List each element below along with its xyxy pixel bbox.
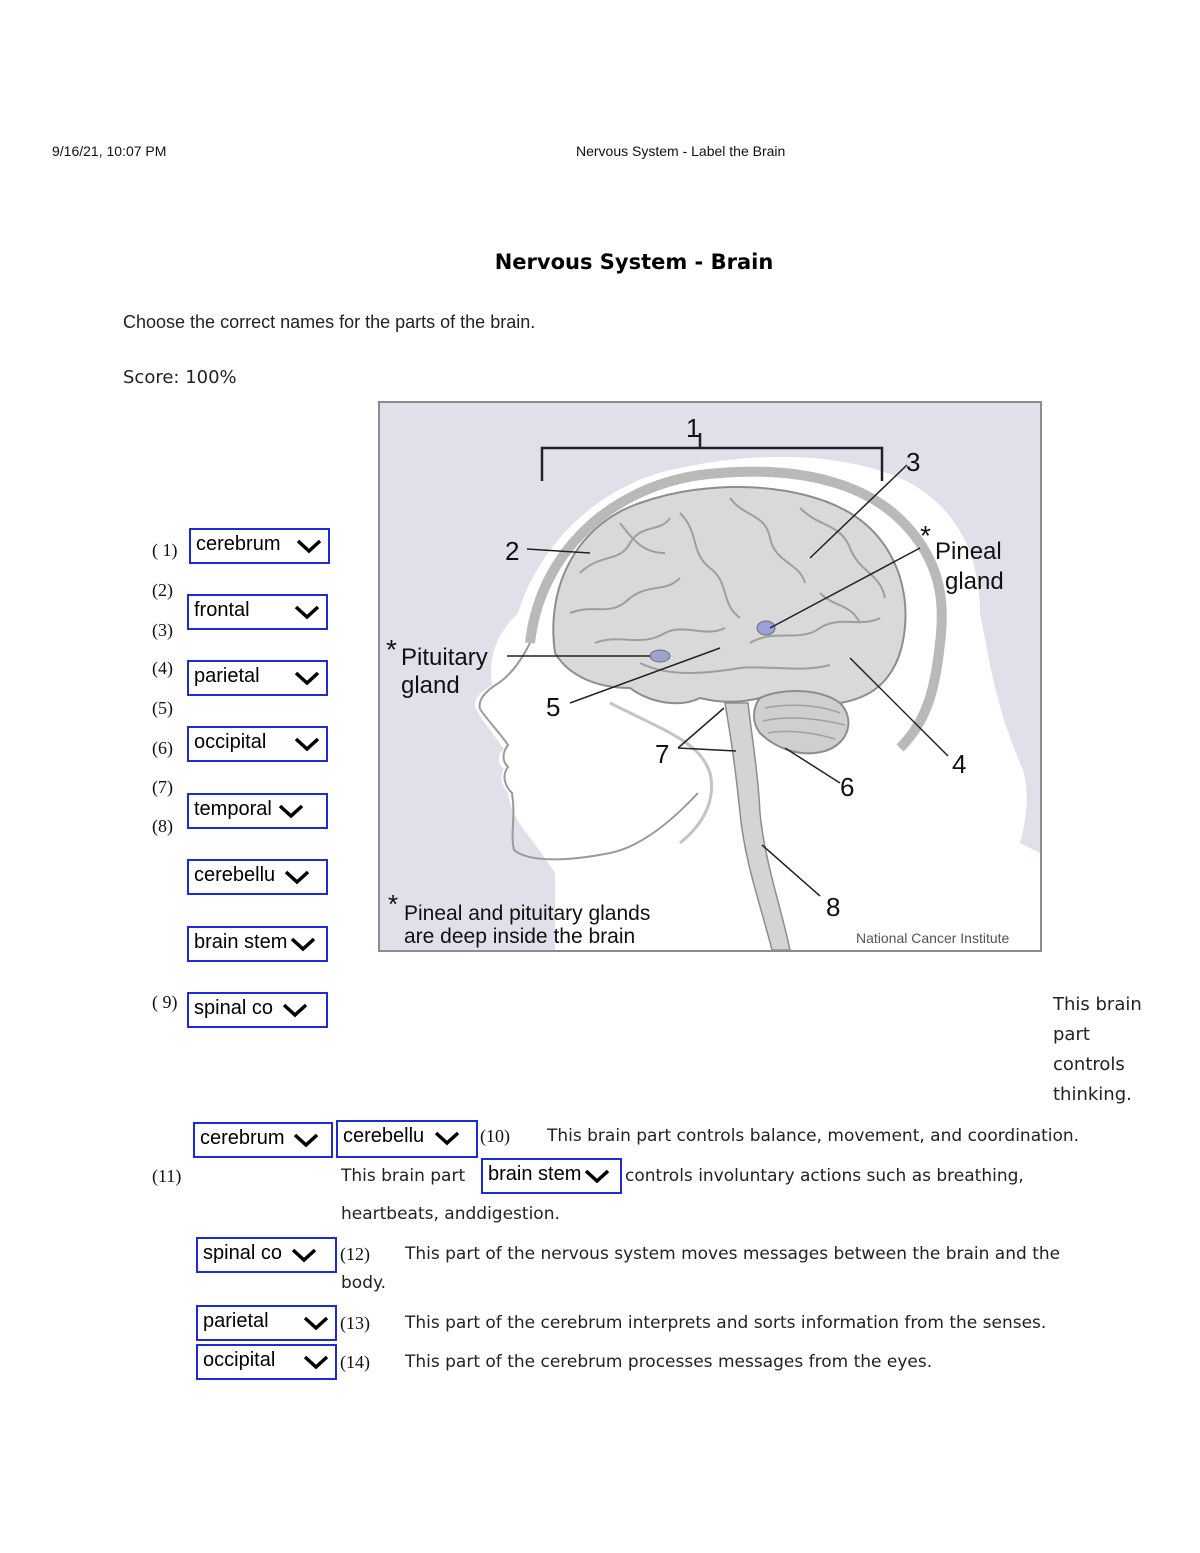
answer-select-value: cerebellu <box>194 864 275 887</box>
question-text-14: This part of the cerebrum processes mess… <box>405 1352 932 1372</box>
number-label: (6) <box>152 738 173 759</box>
question-number-13: (13) <box>340 1313 370 1334</box>
chevron-down-icon <box>303 1315 329 1331</box>
number-label: ( 1) <box>152 540 178 561</box>
side-note-line: part <box>1053 1020 1142 1050</box>
brain-diagram: 1 2 3 4 5 6 7 8 * Pineal gland * Pituita… <box>378 401 1042 952</box>
answer-select-value: temporal <box>194 798 272 821</box>
number-label: (7) <box>152 777 173 798</box>
pituitary-asterisk: * <box>386 634 397 665</box>
number-label: (4) <box>152 658 173 679</box>
chevron-down-icon <box>296 538 322 554</box>
page-title: Nervous System - Brain <box>0 250 1200 274</box>
answer-select-q11[interactable]: brain stem <box>481 1158 622 1194</box>
answer-select-6[interactable]: cerebellu <box>187 859 328 895</box>
chevron-down-icon <box>303 1354 329 1370</box>
question-text-13: This part of the cerebrum interprets and… <box>405 1313 1046 1333</box>
question-number-12: (12) <box>340 1244 370 1265</box>
label-7: 7 <box>655 739 669 769</box>
answer-select-q10a[interactable]: cerebrum <box>193 1122 333 1158</box>
score-text: Score: 100% <box>123 367 237 388</box>
label-4: 4 <box>952 749 966 779</box>
label-1: 1 <box>686 413 700 443</box>
answer-select-value: cerebrum <box>200 1127 284 1150</box>
label-5: 5 <box>546 692 560 722</box>
question-number-10: (10) <box>480 1126 510 1147</box>
question-number-11: (11) <box>152 1166 181 1187</box>
side-note-line: This brain <box>1053 990 1142 1020</box>
cerebrum-shape <box>553 487 905 707</box>
answer-select-q12[interactable]: spinal co <box>196 1237 337 1273</box>
print-page-title: Nervous System - Label the Brain <box>576 143 785 159</box>
answer-select-4[interactable]: occipital <box>187 726 328 762</box>
chevron-down-icon <box>291 1247 317 1263</box>
number-label: (2) <box>152 580 173 601</box>
pineal-asterisk: * <box>920 520 931 551</box>
answer-select-value: parietal <box>203 1310 269 1333</box>
chevron-down-icon <box>290 936 316 952</box>
pituitary-label-line1: Pituitary <box>401 644 488 671</box>
chevron-down-icon <box>293 1132 319 1148</box>
side-note-line: thinking. <box>1053 1080 1142 1110</box>
answer-select-2[interactable]: frontal <box>187 594 328 630</box>
answer-select-q13[interactable]: parietal <box>196 1305 337 1341</box>
answer-select-value: brain stem <box>488 1163 581 1186</box>
chevron-down-icon <box>282 1002 308 1018</box>
answer-select-q14[interactable]: occipital <box>196 1344 337 1380</box>
print-timestamp: 9/16/21, 10:07 PM <box>52 143 166 159</box>
answer-select-value: spinal co <box>203 1242 282 1265</box>
answer-select-value: cerebrum <box>196 533 280 556</box>
answer-select-5[interactable]: temporal <box>187 793 328 829</box>
pineal-label-line2: gland <box>945 568 1004 595</box>
number-label: (8) <box>152 816 173 837</box>
answer-select-3[interactable]: parietal <box>187 660 328 696</box>
pituitary-label-line2: gland <box>401 672 460 699</box>
chevron-down-icon <box>434 1130 460 1146</box>
answer-select-7[interactable]: brain stem <box>187 926 328 962</box>
chevron-down-icon <box>294 736 320 752</box>
chevron-down-icon <box>584 1168 610 1184</box>
pineal-gland <box>757 621 775 635</box>
answer-select-value: occipital <box>194 731 266 754</box>
answer-select-value: cerebellu <box>343 1125 424 1148</box>
question-text-11-line2: heartbeats, anddigestion. <box>341 1204 560 1224</box>
pituitary-gland <box>650 650 670 662</box>
chevron-down-icon <box>278 803 304 819</box>
chevron-down-icon <box>284 869 310 885</box>
number-label: ( 9) <box>152 992 178 1013</box>
question-text-12: This part of the nervous system moves me… <box>405 1244 1060 1264</box>
question-text-12-line2: body. <box>341 1273 386 1293</box>
answer-select-value: brain stem <box>194 931 287 954</box>
answer-select-value: frontal <box>194 599 250 622</box>
answer-select-8[interactable]: spinal co <box>187 992 328 1028</box>
answer-select-1[interactable]: cerebrum <box>189 528 330 564</box>
chevron-down-icon <box>294 604 320 620</box>
label-6: 6 <box>840 772 854 802</box>
note-line1: Pineal and pituitary glands <box>404 902 650 925</box>
label-8: 8 <box>826 892 840 922</box>
question-text-11-before: This brain part <box>341 1166 465 1186</box>
answer-select-q10b[interactable]: cerebellu <box>336 1120 478 1158</box>
question-text-11-after: controls involuntary actions such as bre… <box>625 1166 1024 1186</box>
question-number-14: (14) <box>340 1352 370 1373</box>
number-label: (3) <box>152 620 173 641</box>
side-note: This brain part controls thinking. <box>1053 990 1142 1110</box>
question-text-10: This brain part controls balance, moveme… <box>547 1126 1079 1146</box>
label-2: 2 <box>505 536 519 566</box>
answer-select-value: parietal <box>194 665 260 688</box>
answer-select-value: spinal co <box>194 997 273 1020</box>
chevron-down-icon <box>294 670 320 686</box>
credit-text: National Cancer Institute <box>856 930 1010 946</box>
side-note-line: controls <box>1053 1050 1142 1080</box>
instructions: Choose the correct names for the parts o… <box>123 312 535 333</box>
note-asterisk: * <box>388 889 398 919</box>
pineal-label-line1: Pineal <box>935 538 1002 565</box>
note-line2: are deep inside the brain <box>404 925 635 948</box>
answer-select-value: occipital <box>203 1349 275 1372</box>
label-3: 3 <box>906 447 920 477</box>
number-label: (5) <box>152 698 173 719</box>
